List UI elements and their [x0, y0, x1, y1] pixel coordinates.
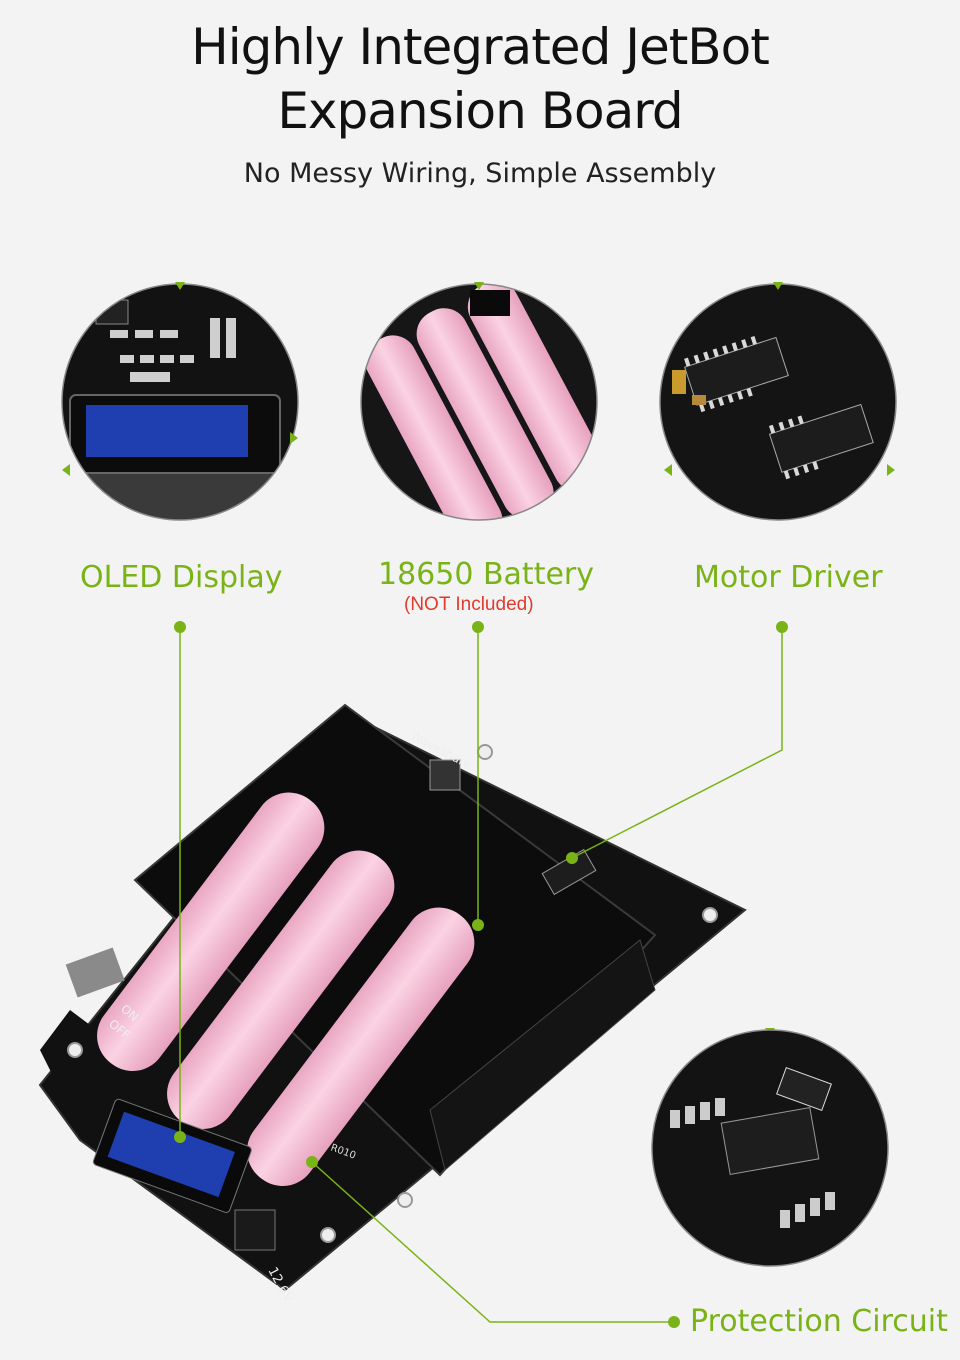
leader-lines [179, 627, 783, 1323]
headline-line-1: Highly Integrated JetBot [191, 18, 770, 76]
battery-cells-drawn [97, 792, 475, 1186]
motor-driver-closeup [659, 283, 897, 521]
oled-closeup [61, 283, 299, 521]
feature-note-battery: (NOT Included) [404, 594, 534, 615]
protection-circuit-closeup [651, 1029, 889, 1267]
subtitle: No Messy Wiring, Simple Assembly [243, 158, 717, 189]
feature-label-motor-driver: Motor Driver [694, 560, 883, 595]
feature-label-protection-circuit: Protection Circuit [690, 1304, 948, 1339]
feature-label-battery: 18650 Battery [378, 557, 595, 592]
leader-dots [174, 621, 788, 1328]
headline-line-2: Expansion Board [277, 82, 683, 140]
battery-closeup [360, 283, 598, 521]
feature-label-oled: OLED Display [80, 560, 283, 595]
